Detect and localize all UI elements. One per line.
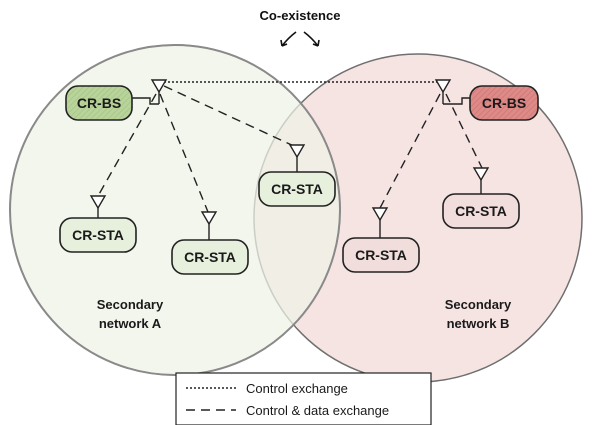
network-a-outline	[9, 44, 341, 376]
node-label: CR-BS	[482, 95, 526, 111]
node-sta-b1: CR-STA	[342, 237, 420, 273]
node-sta-b2: CR-STA	[442, 193, 520, 229]
network-b-label-line1: Secondary	[445, 297, 512, 312]
legend-control-label: Control exchange	[246, 381, 348, 396]
node-sta-a2: CR-STA	[171, 239, 249, 275]
antenna-connectors	[132, 97, 470, 105]
network-a-region	[9, 44, 341, 376]
node-sta-a1: CR-STA	[59, 217, 137, 253]
antenna-icon	[371, 207, 389, 238]
node-label: CR-STA	[184, 249, 236, 265]
node-label: CR-STA	[271, 181, 323, 197]
network-b-label-line2: network B	[447, 316, 510, 331]
legend: Control exchange Control & data exchange	[175, 372, 432, 425]
network-b-links	[379, 93, 483, 209]
node-bs-b: CR-BS	[469, 85, 539, 121]
node-sta-shared: CR-STA	[258, 171, 336, 207]
node-bs-a: CR-BS	[65, 85, 133, 121]
legend-control-data-label: Control & data exchange	[246, 403, 389, 418]
antenna-icon	[434, 79, 452, 104]
node-label: CR-STA	[355, 247, 407, 263]
antenna-icon	[200, 211, 218, 240]
antenna-icon	[150, 79, 168, 104]
node-label: CR-BS	[77, 95, 121, 111]
antenna-icon	[472, 167, 490, 194]
node-label: CR-STA	[72, 227, 124, 243]
network-a-label-line2: network A	[99, 316, 162, 331]
node-label: CR-STA	[455, 203, 507, 219]
antenna-icon	[288, 144, 306, 172]
coexistence-title: Co-existence	[260, 8, 341, 23]
coexistence-arrows-icon	[280, 31, 320, 47]
network-a-label-line1: Secondary	[97, 297, 164, 312]
network-a-links	[97, 85, 297, 213]
antenna-icon	[89, 195, 107, 218]
